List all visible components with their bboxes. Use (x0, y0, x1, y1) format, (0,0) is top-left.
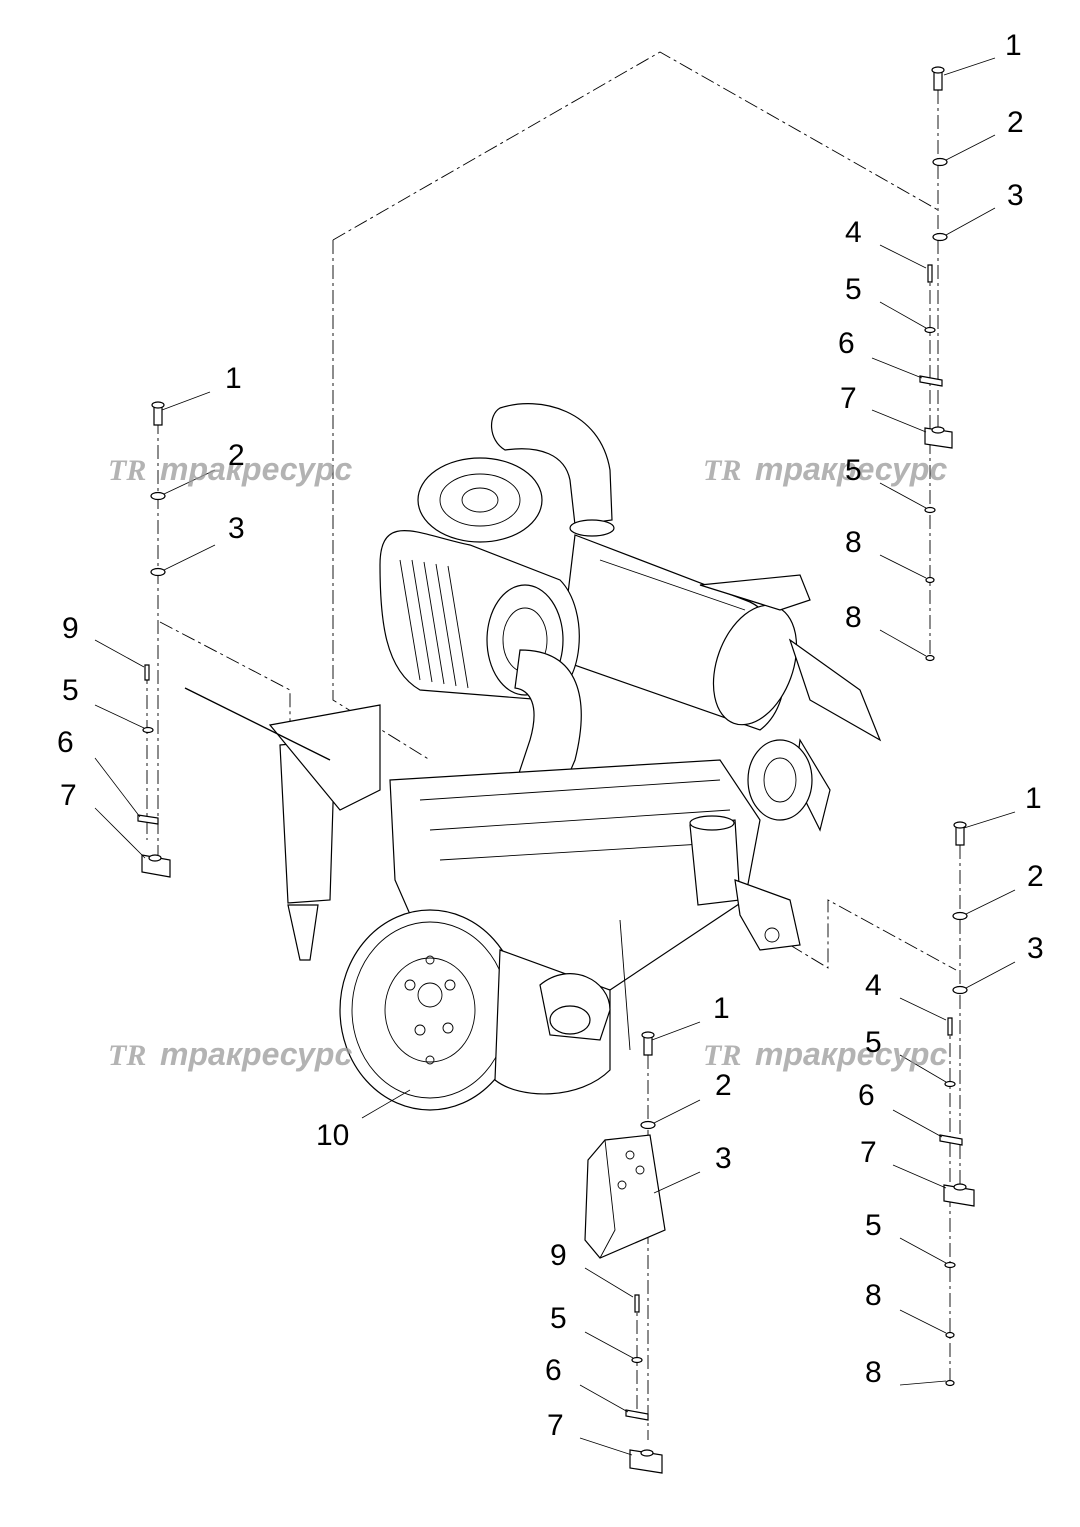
watermark-top-left: TR тракресурс (108, 451, 352, 487)
callout-label: 1 (1005, 29, 1022, 62)
callout-label: 3 (715, 1142, 732, 1175)
watermark-logo: TR (108, 1039, 146, 1072)
callout-label: 5 (550, 1302, 567, 1335)
callout-label: 9 (62, 612, 79, 645)
callout-label: 6 (57, 726, 74, 759)
callouts-right: 1 2 3 4 5 6 7 5 8 8 (858, 782, 1044, 1389)
watermark-text: тракресурс (160, 1036, 352, 1072)
watermark-text: тракресурс (160, 451, 352, 487)
callout-label: 5 (62, 674, 79, 707)
callout-label: 1 (1025, 782, 1042, 815)
watermark-logo: TR (703, 1039, 741, 1072)
watermark-text: тракресурс (755, 451, 947, 487)
callouts-bottom: 1 2 3 9 5 6 7 (545, 992, 732, 1442)
callout-label: 3 (228, 512, 245, 545)
watermark-logo: TR (703, 454, 741, 487)
callout-engine: 10 (316, 1119, 349, 1152)
callout-label: 7 (860, 1136, 877, 1169)
callout-label: 2 (715, 1069, 732, 1102)
fastener-stack-top-right (919, 66, 953, 662)
callout-label: 8 (845, 526, 862, 559)
watermark-bottom-right: TR тракресурс (703, 1036, 947, 1072)
watermark-top-right: TR тракресурс (703, 451, 947, 487)
callout-label: 8 (865, 1356, 882, 1389)
callout-label: 9 (550, 1239, 567, 1272)
callouts-left: 1 2 3 9 5 6 7 (57, 362, 245, 812)
callout-label: 5 (865, 1026, 882, 1059)
watermark-logo: TR (108, 454, 146, 487)
callout-label: 7 (60, 779, 77, 812)
callout-label: 3 (1027, 932, 1044, 965)
fastener-stack-left (137, 401, 171, 878)
callout-label: 6 (545, 1354, 562, 1387)
watermark-bottom-left: TR тракресурс (108, 1036, 352, 1072)
callout-label: 1 (713, 992, 730, 1025)
callout-label: 5 (845, 454, 862, 487)
callout-label: 4 (845, 216, 862, 249)
callout-label: 6 (858, 1079, 875, 1112)
callout-label: 7 (547, 1409, 564, 1442)
callout-label: 1 (225, 362, 242, 395)
leader-lines (94, 57, 1016, 1456)
callout-label: 7 (840, 382, 857, 415)
callout-label: 4 (865, 969, 882, 1002)
fastener-stack-bottom (584, 1031, 666, 1474)
callout-label: 5 (845, 273, 862, 306)
callout-label: 6 (838, 327, 855, 360)
callouts-top-right: 1 2 3 4 5 6 7 5 8 8 (838, 29, 1024, 634)
watermark-text: тракресурс (755, 1036, 947, 1072)
callout-label: 2 (1007, 106, 1024, 139)
fastener-stack-right (939, 821, 975, 1387)
callout-label: 2 (1027, 860, 1044, 893)
engine-assembly (184, 403, 882, 1111)
callout-label: 5 (865, 1209, 882, 1242)
callout-label: 8 (845, 601, 862, 634)
callout-label: 2 (228, 439, 245, 472)
callout-label: 8 (865, 1279, 882, 1312)
callout-label: 3 (1007, 179, 1024, 212)
